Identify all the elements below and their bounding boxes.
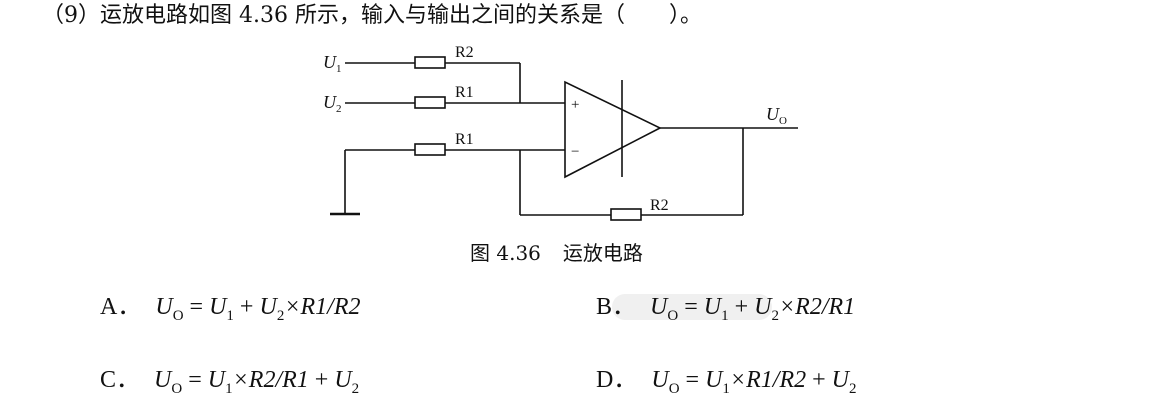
figure-caption-title: 运放电路 [562,241,643,265]
r1-mid-label: R1 [455,84,474,101]
r1-low-label: R1 [455,131,474,148]
r1-low-resistor [414,143,446,156]
option-a[interactable]: A．UO = U1 + U2×R1/R2 [100,294,361,324]
u2-label: U2 [323,92,342,115]
option-a-letter: A． [100,294,142,320]
figure-caption-number: 图 4.36 [470,241,541,265]
option-b-letter: B． [596,294,637,320]
watermark-smudge [612,294,772,320]
uo-label: UO [766,104,787,127]
r2-top-resistor [414,56,446,69]
r2-feedback-resistor [610,208,642,221]
r1-mid-resistor [414,96,446,109]
figure-caption: 图 4.36 运放电路 [470,240,643,266]
op-amp-triangle [564,80,662,179]
op-amp-circuit-diagram: U1 U2 UO R2 R1 R1 R2 + − [323,44,798,221]
option-b[interactable]: B．UO = U1 + U2×R2/R1 [596,294,856,324]
r2-feedback-label: R2 [650,197,669,214]
option-d-letter: D． [596,367,638,393]
u1-label: U1 [323,52,342,75]
option-c[interactable]: C．UO = U1×R2/R1 + U2 [100,367,360,397]
option-c-letter: C． [100,367,141,393]
question-text: （9）运放电路如图 4.36 所示，输入与输出之间的关系是（ ）。 [42,3,702,28]
op-amp-plus-sign: + [571,97,579,113]
r2-top-label: R2 [455,44,474,61]
op-amp-minus-sign: − [571,144,579,160]
option-d[interactable]: D．UO = U1×R1/R2 + U2 [596,367,857,397]
